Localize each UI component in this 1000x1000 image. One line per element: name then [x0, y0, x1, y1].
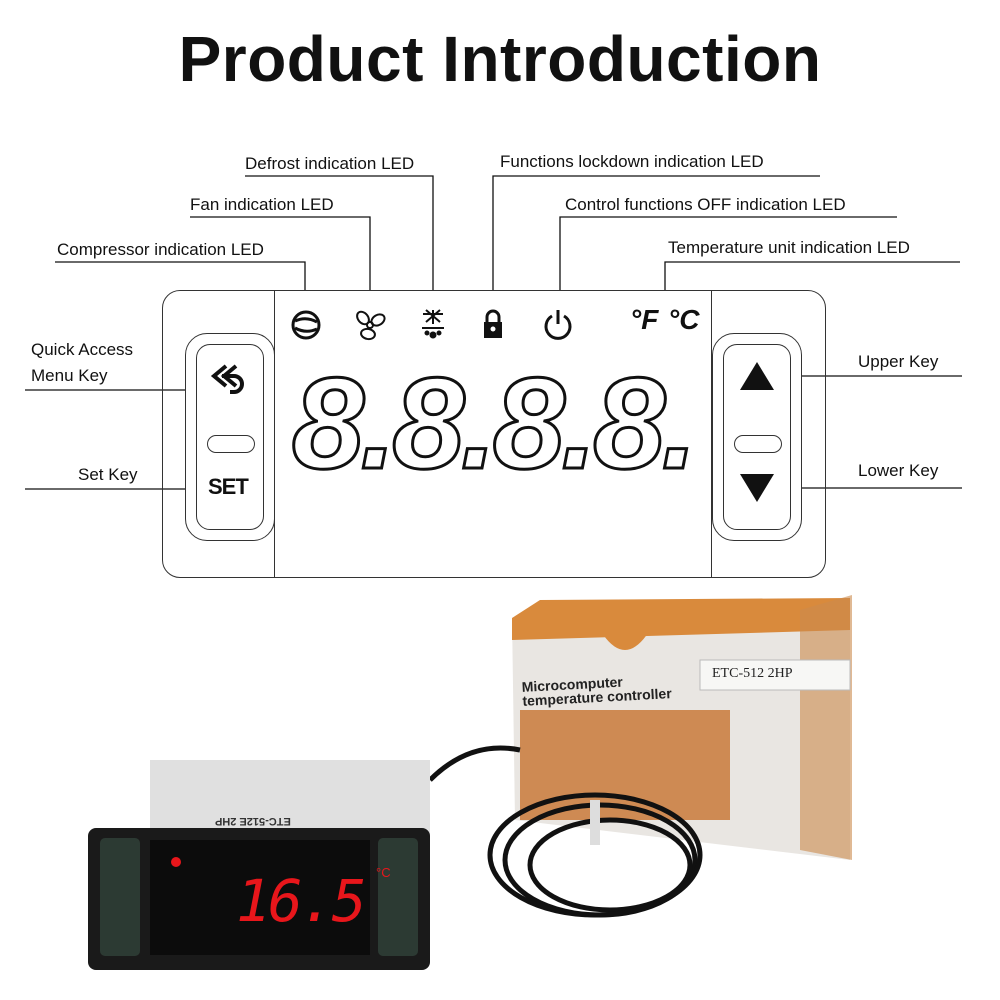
compressor-icon [291, 310, 321, 340]
up-arrow-icon[interactable] [740, 362, 774, 390]
back-arrow-icon[interactable] [208, 362, 248, 396]
upper-key-callout: Upper Key [858, 352, 939, 371]
right-key-pod [712, 333, 802, 541]
lower-key-callout: Lower Key [858, 461, 939, 480]
device-model: ETC-512E 2HP [215, 815, 291, 827]
product-photo [88, 595, 852, 970]
device-reading: 16.5 [236, 867, 367, 935]
set-key[interactable]: SET [208, 474, 249, 499]
off-callout: Control functions OFF indication LED [565, 195, 846, 214]
quick-access-callout-1: Quick Access [31, 340, 134, 359]
segment-digits: 8.8.8.8. [291, 350, 700, 496]
defrost-icon [422, 309, 444, 339]
lockdown-callout: Functions lockdown indication LED [500, 152, 764, 171]
divider-slot [207, 435, 255, 453]
set-key-callout: Set Key [78, 465, 138, 484]
callout-lines [25, 175, 962, 495]
left-key-pod [185, 333, 275, 541]
box-model: ETC-512 2HP [712, 666, 793, 681]
down-arrow-icon[interactable] [740, 474, 774, 502]
fan-callout: Fan indication LED [190, 195, 334, 214]
lock-icon [484, 309, 502, 338]
compressor-callout: Compressor indication LED [57, 240, 264, 259]
page-title: Product Introduction [178, 23, 822, 95]
device-unit: °C [376, 865, 391, 880]
fahrenheit-indicator: °F [630, 304, 659, 335]
celsius-indicator: °C [668, 304, 700, 335]
unit-callout: Temperature unit indication LED [668, 238, 910, 257]
indicator-icons [291, 309, 572, 341]
power-icon [544, 310, 572, 340]
right-button[interactable] [723, 344, 791, 530]
quick-access-callout-2: Menu Key [31, 366, 108, 385]
defrost-callout: Defrost indication LED [245, 154, 415, 173]
divider-slot [734, 435, 782, 453]
fan-icon [356, 310, 386, 341]
left-button[interactable] [196, 344, 264, 530]
